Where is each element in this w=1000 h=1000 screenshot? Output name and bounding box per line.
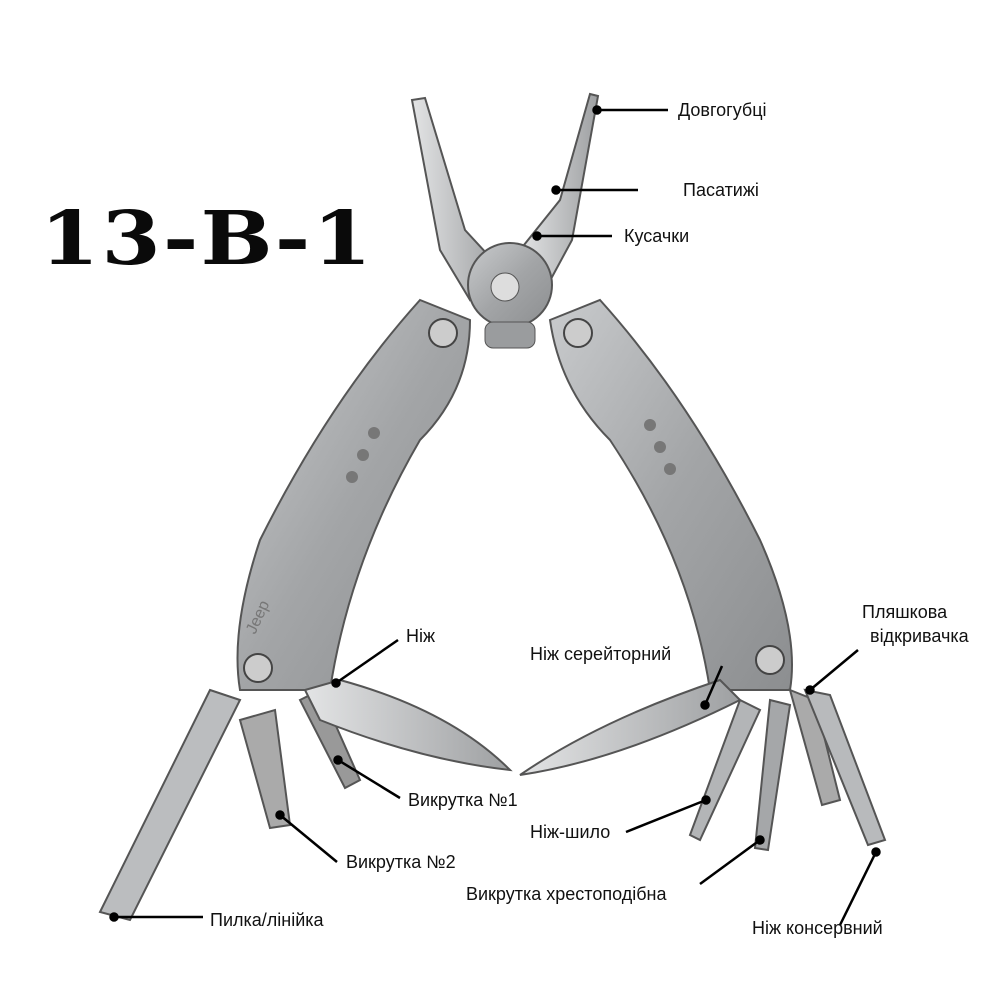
left-handle: Jeep [236, 298, 472, 691]
label-knife: Ніж [406, 626, 436, 646]
label-can-opener: Ніж консервний [752, 918, 883, 938]
label-pliers: Пасатижі [683, 180, 759, 200]
product-title: 13-В-1 [40, 196, 375, 282]
right-handle [548, 298, 793, 691]
label-bottle-opener-line2: відкривачка [870, 626, 969, 646]
plier-jaws [410, 92, 600, 349]
right-tools [519, 678, 887, 852]
label-screwdriver-1: Викрутка №1 [408, 790, 518, 810]
leader-lines [109, 105, 881, 926]
label-long-nose: Довгогубці [678, 100, 767, 120]
label-phillips: Викрутка хрестоподібна [466, 884, 667, 904]
label-bottle-opener-line1: Пляшкова [862, 602, 948, 622]
label-serrated-knife: Ніж серейторний [530, 644, 672, 664]
label-awl-knife: Ніж-шило [530, 822, 611, 842]
label-saw-ruler: Пилка/лінійка [210, 910, 324, 930]
left-tools [98, 678, 513, 922]
label-cutters: Кусачки [624, 226, 690, 246]
label-screwdriver-2: Викрутка №2 [346, 852, 456, 872]
